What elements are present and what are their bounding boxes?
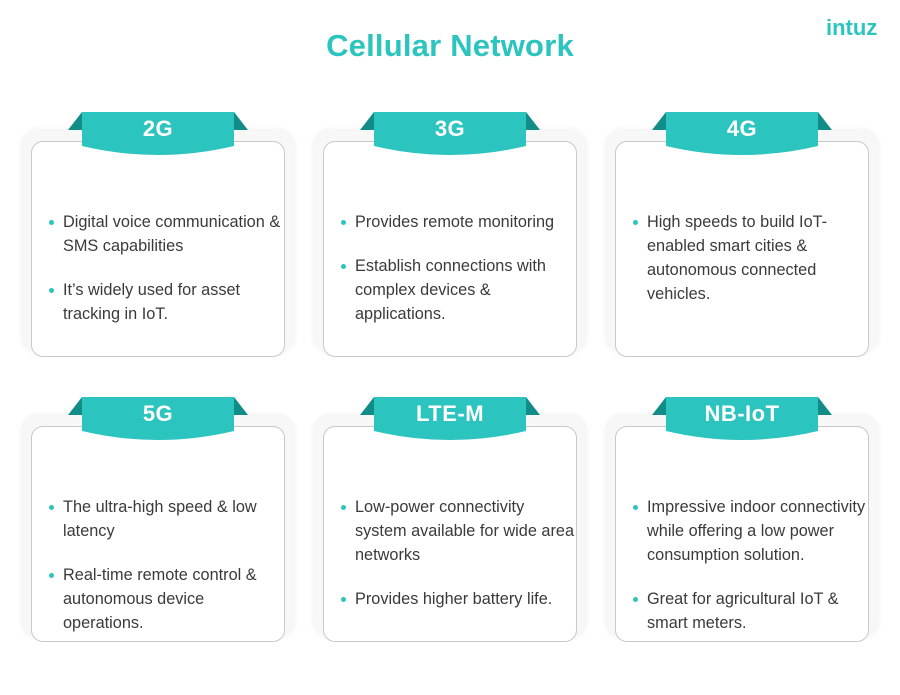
bullet-icon (341, 264, 346, 269)
card-lte-m: Low-power connectivity system available … (314, 397, 586, 642)
bullet-icon (341, 220, 346, 225)
point-item: Provides remote monitoring (340, 210, 576, 234)
point-item: Real-time remote control & autonomous de… (48, 563, 284, 635)
point-item: Establish connections with complex devic… (340, 254, 576, 326)
logo-text: intuz (826, 15, 877, 40)
points-list: The ultra-high speed & low latency Real-… (48, 495, 284, 655)
point-item: Great for agricultural IoT & smart meter… (632, 587, 868, 635)
ribbon-banner (68, 112, 248, 155)
point-item: Digital voice communication & SMS capabi… (48, 210, 284, 258)
points-list: Digital voice communication & SMS capabi… (48, 210, 284, 346)
card-3g: Provides remote monitoring Establish con… (314, 112, 586, 357)
card-grid: Digital voice communication & SMS capabi… (22, 112, 882, 657)
page-title: Cellular Network (326, 28, 574, 63)
bullet-icon (633, 597, 638, 602)
points-list: Impressive indoor connectivity while off… (632, 495, 868, 655)
card-label: NB-IoT (704, 401, 780, 426)
ribbon-banner (652, 112, 832, 155)
point-item: Low-power connectivity system available … (340, 495, 576, 567)
bullet-icon (49, 573, 54, 578)
card-4g: High speeds to build IoT-enabled smart c… (606, 112, 878, 357)
bullet-icon (633, 220, 638, 225)
card-label: 5G (142, 401, 174, 426)
ribbon-banner (68, 397, 248, 440)
ribbon-banner (360, 112, 540, 155)
ribbon-banner (360, 397, 540, 440)
ribbon-banner (652, 397, 832, 440)
card-label: 2G (142, 116, 174, 141)
point-item: Impressive indoor connectivity while off… (632, 495, 868, 567)
point-item: Provides higher battery life. (340, 587, 576, 611)
bullet-icon (49, 505, 54, 510)
card-body: Digital voice communication & SMS capabi… (31, 141, 285, 357)
points-list: Low-power connectivity system available … (340, 495, 576, 631)
card-nb-iot: Impressive indoor connectivity while off… (606, 397, 878, 642)
bullet-icon (49, 220, 54, 225)
card-body: Low-power connectivity system available … (323, 426, 577, 642)
card-label: 3G (434, 116, 466, 141)
bullet-icon (341, 597, 346, 602)
card-label: LTE-M (415, 401, 485, 426)
point-item: The ultra-high speed & low latency (48, 495, 284, 543)
card-2g: Digital voice communication & SMS capabi… (22, 112, 294, 357)
points-list: Provides remote monitoring Establish con… (340, 210, 576, 346)
card-body: High speeds to build IoT-enabled smart c… (615, 141, 869, 357)
bullet-icon (633, 505, 638, 510)
intuz-logo: intuz (826, 15, 877, 40)
point-item: High speeds to build IoT-enabled smart c… (632, 210, 868, 306)
card-body: Provides remote monitoring Establish con… (323, 141, 577, 357)
bullet-icon (49, 288, 54, 293)
card-body: Impressive indoor connectivity while off… (615, 426, 869, 642)
point-item: It’s widely used for asset tracking in I… (48, 278, 284, 326)
bullet-icon (341, 505, 346, 510)
card-body: The ultra-high speed & low latency Real-… (31, 426, 285, 642)
points-list: High speeds to build IoT-enabled smart c… (632, 210, 868, 326)
card-label: 4G (726, 116, 758, 141)
card-5g: The ultra-high speed & low latency Real-… (22, 397, 294, 642)
